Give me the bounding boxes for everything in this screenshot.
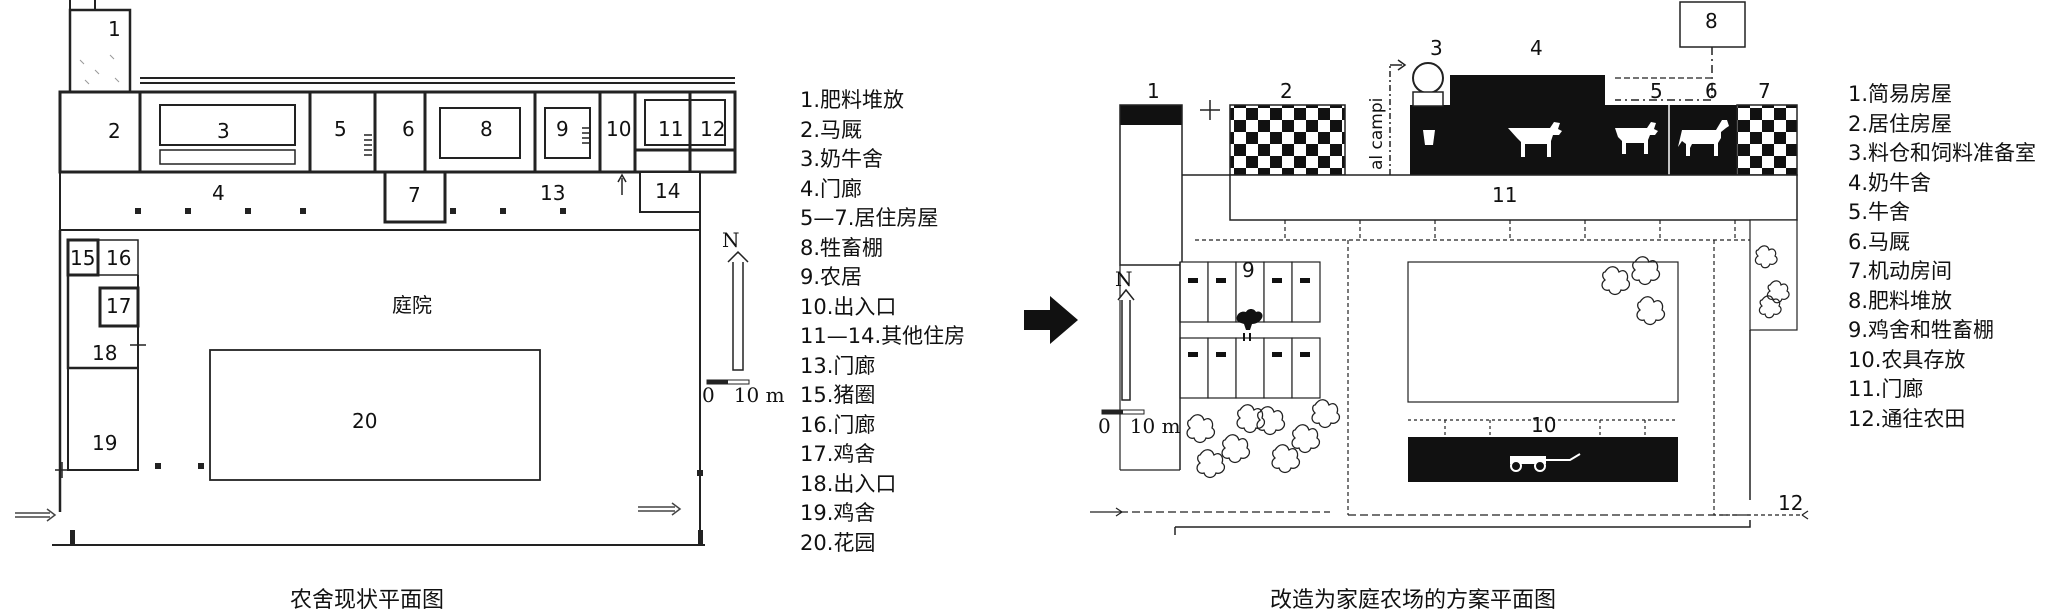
- cow-icon: [1508, 122, 1562, 157]
- room-number: 17: [106, 294, 131, 318]
- legend-item: 4.奶牛舍: [1848, 170, 1932, 195]
- block-manure: [68, 8, 132, 94]
- legend-item: 9.鸡舍和牲畜棚: [1848, 318, 1995, 342]
- legend-item: 8.牲畜棚: [800, 235, 884, 260]
- central-field: [1407, 261, 1679, 403]
- north-arrow-icon: [727, 250, 749, 371]
- horse-icon: [1678, 120, 1729, 156]
- scale-bar: [706, 379, 750, 385]
- room-number: 15: [70, 246, 95, 270]
- legend-item: 11.门廊: [1848, 377, 1924, 401]
- garden: [209, 349, 541, 481]
- room-number: 4: [212, 181, 225, 205]
- room-number: 1: [108, 17, 121, 41]
- bull-icon: [1615, 122, 1658, 154]
- room-number: 10: [1531, 413, 1556, 437]
- room-number: 7: [1758, 79, 1771, 103]
- legend-item: 2.居住房屋: [1848, 111, 1953, 136]
- room-number: 14: [655, 179, 680, 203]
- room-labels: 1 2 3 4 5 6 7 8 9 10 11 12: [1147, 9, 1803, 515]
- block-simple-house: [1120, 105, 1182, 125]
- bucket-icon: [1423, 130, 1435, 145]
- legend-item: 19.鸡舍: [800, 501, 876, 525]
- north-label: N: [722, 228, 740, 252]
- tree-cluster-icon: [1186, 399, 1341, 479]
- legend-item: 17.鸡舍: [800, 442, 876, 466]
- block-flex-room: [1736, 104, 1798, 176]
- rooster-icon: [1236, 309, 1263, 341]
- room-number: 5: [1650, 79, 1663, 103]
- legend-item: 5.牛舍: [1848, 200, 1911, 224]
- room-number: 18: [92, 341, 117, 365]
- legend-item: 2.马厩: [800, 117, 863, 142]
- legend-item: 9.农居: [800, 265, 863, 289]
- right-arrow-icon: [1024, 296, 1078, 344]
- room-number: 9: [1242, 258, 1255, 282]
- room-number: 8: [1705, 9, 1718, 33]
- room-number: 9: [556, 117, 569, 141]
- block-residence-2: [1229, 104, 1346, 176]
- cart-icon: [1510, 453, 1581, 472]
- legend-item: 4.门廊: [800, 176, 863, 201]
- proposed-farm-plan: al campi: [1090, 1, 1809, 535]
- henhouse-grid: [1179, 261, 1321, 399]
- legend-item: 13.门廊: [800, 353, 876, 378]
- room-number: 3: [217, 119, 230, 143]
- scale-label: 0 10 m: [1098, 414, 1181, 438]
- legend-item: 16.门廊: [800, 412, 876, 437]
- room-number: 12: [1778, 491, 1803, 515]
- block-manure-8: [1679, 1, 1746, 48]
- right-caption: 改造为家庭农场的方案平面图: [1270, 588, 1557, 613]
- room-number: 16: [106, 246, 131, 270]
- legend-item: 15.猪圈: [800, 383, 876, 407]
- legend-item: 10.出入口: [800, 294, 897, 319]
- room-number: 7: [408, 183, 421, 207]
- scale-label: 0 10 m: [702, 383, 785, 407]
- room-number: 2: [1280, 79, 1293, 103]
- room-number: 11: [1492, 183, 1517, 207]
- legend-item: 20.花园: [800, 530, 876, 555]
- legend-item: 12.通往农田: [1848, 406, 1966, 431]
- north-arrow-icon: [1117, 288, 1135, 401]
- legend-item: 1.肥料堆放: [800, 88, 905, 112]
- room-number: 20: [352, 409, 377, 433]
- silo-icon: [1412, 62, 1444, 94]
- left-caption: 农舍现状平面图: [290, 588, 445, 613]
- legend-item: 7.机动房间: [1848, 259, 1953, 283]
- room-number: 6: [1705, 79, 1718, 103]
- legend-item: 6.马厩: [1848, 229, 1911, 254]
- right-legend: 1.简易房屋 2.居住房屋 3.料仓和饲料准备室 4.奶牛舍 5.牛舍 6.马厩…: [1848, 80, 2036, 434]
- scale-bar: [1101, 409, 1145, 415]
- legend-item: 1.简易房屋: [1848, 82, 1953, 106]
- legend-item: 8.肥料堆放: [1848, 288, 1953, 313]
- legend-item: 5—7.居住房屋: [800, 206, 939, 230]
- room-number: 5: [334, 117, 347, 141]
- legend-item: 3.奶牛舍: [800, 147, 884, 171]
- room-number: 11: [658, 117, 683, 141]
- room-labels: 1 2 3 4 5 6 7 8 9 10 11 12 13 14 15 16 1…: [70, 17, 725, 455]
- room-number: 8: [480, 117, 493, 141]
- room-number: 4: [1530, 36, 1543, 60]
- room-number: 10: [606, 117, 631, 141]
- left-legend: 1.肥料堆放 2.马厩 3.奶牛舍 4.门廊 5—7.居住房屋 8.牲畜棚 9.…: [800, 86, 965, 558]
- legend-item: 3.料仓和饲料准备室: [1848, 141, 2037, 165]
- room-number: 6: [402, 117, 415, 141]
- room-number: 2: [108, 119, 121, 143]
- room-number: 19: [92, 431, 117, 455]
- al-campi-label: al campi: [1367, 98, 1387, 170]
- block-dairy-barn: [1450, 75, 1605, 175]
- tree-icon: [1601, 256, 1666, 326]
- porch: [1229, 174, 1798, 221]
- room-number: 13: [540, 181, 565, 205]
- legend-item: 10.农具存放: [1848, 347, 1966, 372]
- room-number: 3: [1430, 36, 1443, 60]
- existing-farmhouse-plan: N 0 10 m 1 2 3 4 5 6 7 8 9 10 11 12 13 1…: [15, 0, 785, 546]
- legend-item: 18.出入口: [800, 471, 897, 496]
- legend-item: 11—14.其他住房: [800, 324, 966, 348]
- north-label: N: [1115, 267, 1133, 291]
- room-number: 1: [1147, 79, 1160, 103]
- courtyard-label: 庭院: [392, 293, 432, 317]
- room-number: 12: [700, 117, 725, 141]
